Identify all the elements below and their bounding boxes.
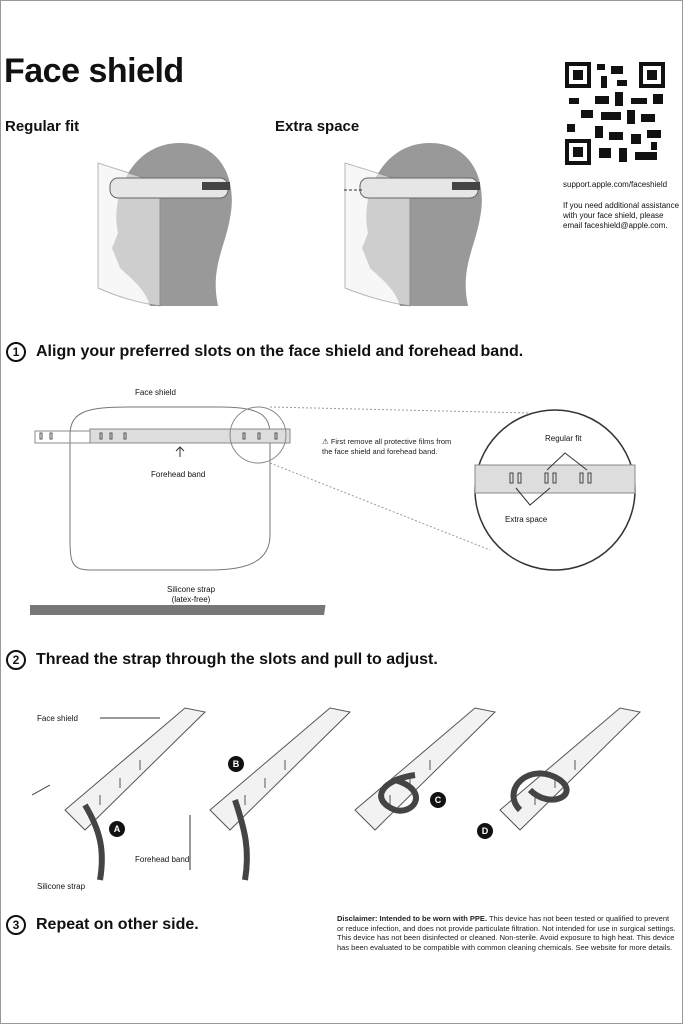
strap-name: Silicone strap bbox=[167, 585, 216, 594]
step-1: 1 Align your preferred slots on the face… bbox=[6, 342, 523, 362]
page-title: Face shield bbox=[4, 52, 184, 90]
step2-face-shield-label: Face shield bbox=[37, 714, 78, 723]
extra-space-heading: Extra space bbox=[275, 118, 360, 135]
step-number: 1 bbox=[6, 342, 26, 362]
film-warning-text: First remove all protective films from t… bbox=[322, 437, 452, 456]
alignment-diagram bbox=[30, 406, 636, 615]
step-text: Repeat on other side. bbox=[36, 916, 199, 933]
step2-strap-label: Silicone strap bbox=[37, 882, 86, 891]
forehead-band-label: Forehead band bbox=[151, 470, 206, 479]
threading-diagram: A B C D bbox=[31, 707, 642, 881]
support-help-text: If you need additional assistance with y… bbox=[563, 201, 680, 230]
step-number: 2 bbox=[6, 650, 26, 670]
zoom-regular-fit-label: Regular fit bbox=[545, 434, 582, 443]
strap-note: (latex-free) bbox=[171, 595, 211, 604]
support-url[interactable]: support.apple.com/faceshield bbox=[563, 180, 668, 189]
silicone-strap-label: Silicone strap(latex-free) bbox=[167, 585, 215, 605]
step-3: 3 Repeat on other side. bbox=[6, 915, 199, 935]
step-text: Thread the strap through the slots and p… bbox=[36, 651, 438, 668]
step-label-d: D bbox=[482, 826, 489, 836]
step-text: Align your preferred slots on the face s… bbox=[36, 343, 524, 360]
extra-space-head-illustration bbox=[342, 143, 482, 307]
step2-forehead-band-label: Forehead band bbox=[135, 855, 190, 864]
step-label-b: B bbox=[233, 759, 240, 769]
disclaimer: Disclaimer: Intended to be worn with PPE… bbox=[337, 914, 677, 952]
step-number: 3 bbox=[6, 915, 26, 935]
disclaimer-heading: Disclaimer: Intended to be worn with PPE… bbox=[337, 914, 488, 923]
face-shield-label: Face shield bbox=[135, 388, 176, 397]
step-2: 2 Thread the strap through the slots and… bbox=[6, 650, 438, 670]
film-warning: ⚠ First remove all protective films from… bbox=[322, 437, 452, 456]
zoom-extra-space-label: Extra space bbox=[505, 515, 548, 524]
step-label-c: C bbox=[435, 795, 442, 805]
qr-code[interactable] bbox=[565, 62, 665, 165]
regular-fit-heading: Regular fit bbox=[5, 118, 80, 135]
step-label-a: A bbox=[114, 824, 121, 834]
disclaimer-text: This device has not been tested or quali… bbox=[337, 914, 676, 952]
regular-fit-head-illustration bbox=[97, 143, 232, 307]
